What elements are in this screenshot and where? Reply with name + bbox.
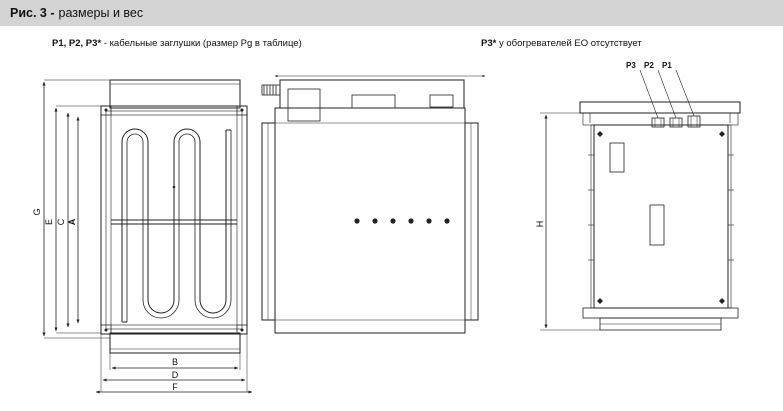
port-label-p1: P1 xyxy=(662,61,672,70)
bolt-row xyxy=(354,218,450,224)
dim-label-b: B xyxy=(172,357,178,367)
vertical-dimension-labels: G E C A xyxy=(32,208,77,225)
cable-plugs-note: P1, P2, P3* - кабельные заглушки (размер… xyxy=(52,38,302,49)
figure-title: размеры и вес xyxy=(58,6,144,20)
side-right-flange xyxy=(464,122,479,321)
front-outer-frame xyxy=(100,105,248,335)
label-plate xyxy=(351,94,396,109)
cable-plugs-note-text: - кабельные заглушки (размер Pg в таблиц… xyxy=(103,38,302,49)
p3-absence-note-text: у обогревателей ЕО отсутствует xyxy=(498,38,642,49)
horizontal-dimension-labels: B D F xyxy=(172,357,179,392)
dim-label-c: C xyxy=(56,218,66,225)
front-top-flange xyxy=(109,79,241,109)
side-ticks xyxy=(588,154,734,261)
control-box xyxy=(279,79,465,109)
end-top-rail xyxy=(579,101,741,114)
side-left-flange xyxy=(261,122,276,321)
end-window-upper xyxy=(609,142,625,173)
terminal-window xyxy=(287,88,321,122)
horizontal-dimensions-bottom xyxy=(95,334,253,394)
dim-label-a: A xyxy=(67,218,77,225)
figure-number: Рис. 3 - xyxy=(10,6,55,20)
heating-coil-icon xyxy=(121,128,232,323)
side-view xyxy=(261,74,486,334)
port-label-p2: P2 xyxy=(644,61,654,70)
end-window-lower xyxy=(649,204,665,246)
dim-label-e: E xyxy=(44,219,54,225)
end-bottom-flange xyxy=(582,307,739,319)
indicator-plate xyxy=(429,94,454,108)
front-bottom-flange xyxy=(109,332,241,354)
corner-brackets xyxy=(100,105,248,335)
end-corner-bolts xyxy=(597,131,725,304)
p3-absence-note-label: P3* xyxy=(481,38,497,49)
front-view xyxy=(100,79,248,354)
port-labels: P3 P2 P1 xyxy=(626,61,672,70)
port-label-p3: P3 xyxy=(626,61,636,70)
dim-label-g: G xyxy=(32,208,42,215)
vertical-dimensions-left xyxy=(42,79,110,339)
end-view xyxy=(579,69,741,331)
end-body xyxy=(593,124,729,309)
p3-absence-note: P3* у обогревателей ЕО отсутствует xyxy=(481,38,642,49)
dim-label-f: F xyxy=(172,382,178,392)
dim-label-d: D xyxy=(172,370,179,380)
height-dimension xyxy=(540,112,600,331)
cable-gland-icon xyxy=(261,84,281,96)
cable-plugs-note-label: P1, P2, P3* xyxy=(52,38,102,49)
side-body xyxy=(274,107,466,334)
dim-label-h: H xyxy=(535,221,545,228)
port-leaders xyxy=(639,69,695,119)
figure-header: Рис. 3 - размеры и вес xyxy=(0,0,783,26)
